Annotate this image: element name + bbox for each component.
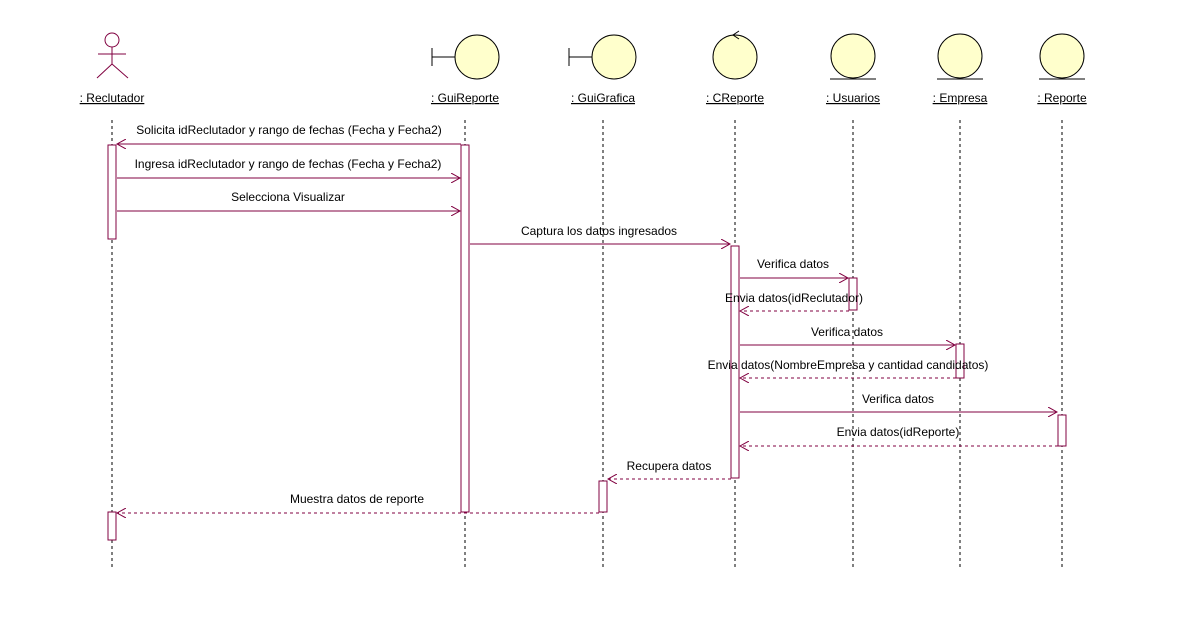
message-label: Muestra datos de reporte: [290, 492, 424, 506]
boundary-icon: [431, 34, 500, 80]
participant-label: : Reclutador: [80, 91, 145, 105]
participant-label: : Usuarios: [826, 91, 880, 105]
entity-icon: [830, 33, 876, 80]
activation-bar: [730, 245, 740, 479]
message-label: Verifica datos: [757, 257, 829, 271]
participant-label: : GuiGrafica: [571, 91, 635, 105]
participant-label: : Reporte: [1037, 91, 1087, 105]
message-label: Ingresa idReclutador y rango de fechas (…: [135, 157, 442, 171]
entity-icon: [1039, 33, 1085, 80]
message-label: Verifica datos: [862, 392, 934, 406]
participant-label: : Empresa: [933, 91, 988, 105]
boundary-icon: [568, 34, 637, 80]
message-label: Verifica datos: [811, 325, 883, 339]
activation-bar: [107, 144, 117, 240]
control-icon: [712, 30, 758, 80]
actor-icon: [96, 32, 129, 79]
activation-bar: [107, 511, 117, 541]
message-label: Envia datos(idReporte): [837, 425, 960, 439]
message-label: Envia datos(NombreEmpresa y cantidad can…: [708, 358, 989, 372]
message-label: Solicita idReclutador y rango de fechas …: [136, 123, 442, 137]
message-label: Captura los datos ingresados: [521, 224, 677, 238]
activation-bar: [460, 144, 470, 513]
entity-icon: [937, 33, 983, 80]
activation-bar: [955, 343, 965, 379]
participant-label: : GuiReporte: [431, 91, 499, 105]
activation-bar: [598, 480, 608, 513]
activation-bar: [1057, 414, 1067, 447]
message-label: Recupera datos: [627, 459, 712, 473]
participant-label: : CReporte: [706, 91, 764, 105]
activation-bar: [848, 277, 858, 311]
message-label: Envia datos(idReclutador): [725, 291, 863, 305]
message-label: Selecciona Visualizar: [231, 190, 345, 204]
